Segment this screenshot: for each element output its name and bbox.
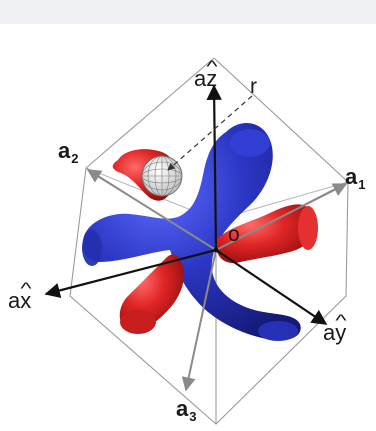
- label-az-axis: z: [206, 68, 217, 90]
- label-origin: o: [228, 224, 240, 245]
- label-r: r: [250, 76, 257, 97]
- origin-dot: [214, 248, 219, 253]
- label-a3-sub: 3: [189, 409, 196, 424]
- label-ax-axis: x: [20, 290, 31, 312]
- label-a3: a3: [176, 398, 196, 420]
- label-a3-base: a: [176, 396, 188, 421]
- label-a1: a1: [345, 166, 365, 188]
- label-ay-axis: y: [335, 322, 346, 344]
- label-ay-prefix: a: [323, 320, 335, 345]
- label-ax: ax: [8, 290, 31, 312]
- label-r-text: r: [250, 75, 257, 98]
- label-ay: ay: [323, 322, 346, 344]
- label-a2-base: a: [58, 138, 70, 163]
- wire-sphere: [142, 156, 182, 196]
- label-a1-sub: 1: [358, 177, 365, 192]
- label-a1-base: a: [345, 164, 357, 189]
- label-a2-sub: 2: [71, 151, 78, 166]
- label-az: az: [194, 68, 217, 90]
- label-origin-text: o: [228, 223, 240, 246]
- label-az-prefix: a: [194, 66, 206, 91]
- label-a2: a2: [58, 140, 78, 162]
- label-ax-prefix: a: [8, 288, 20, 313]
